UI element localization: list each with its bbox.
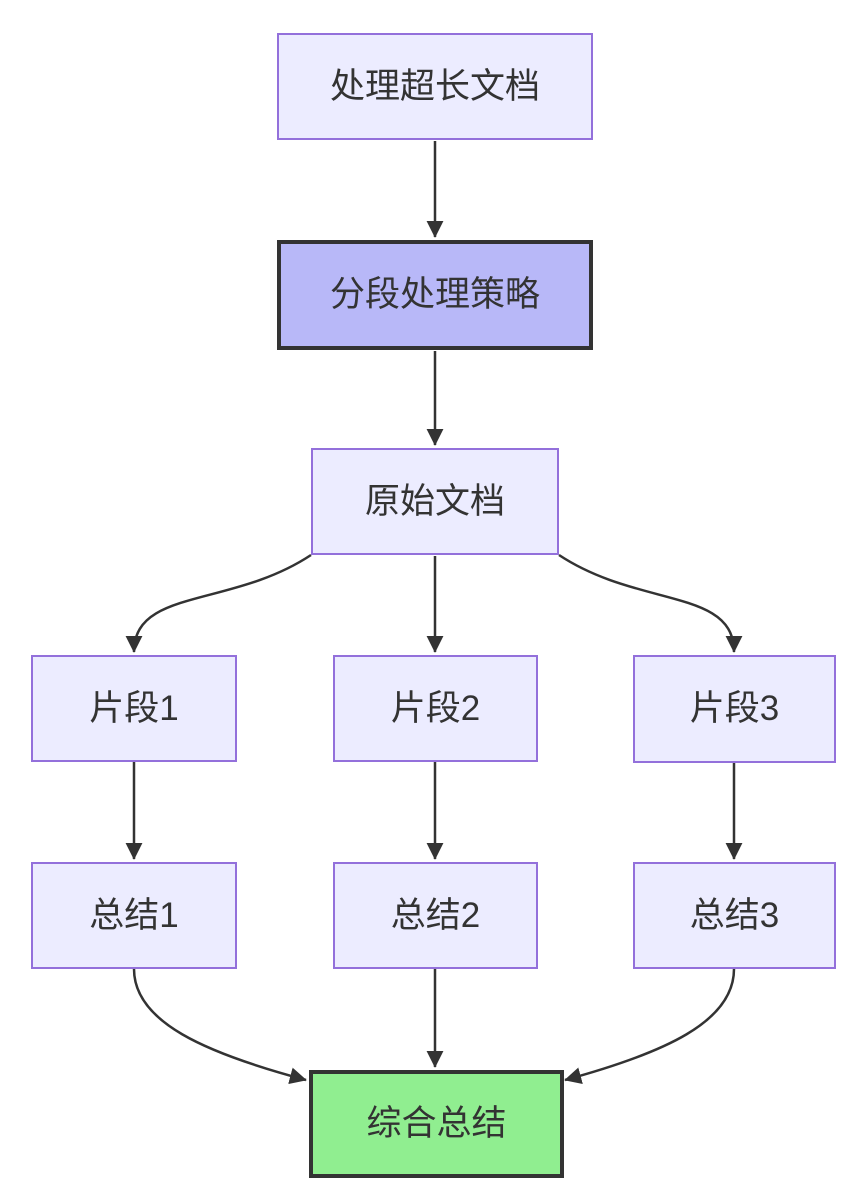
node-summary-2: 总结2 <box>333 862 538 969</box>
node-segment-3: 片段3 <box>633 655 836 763</box>
node-segment-1-label: 片段1 <box>89 688 179 728</box>
node-original-doc-label: 原始文档 <box>364 481 505 521</box>
node-summary-3: 总结3 <box>633 862 836 969</box>
node-original-doc: 原始文档 <box>311 448 559 555</box>
node-segment-2: 片段2 <box>333 655 538 762</box>
node-segment-2-label: 片段2 <box>390 688 481 728</box>
edge-original-to-segment-3 <box>558 553 743 653</box>
node-summary-2-label: 总结2 <box>390 895 481 935</box>
node-segment-1: 片段1 <box>31 655 237 762</box>
node-strategy-label: 分段处理策略 <box>329 275 540 314</box>
node-strategy: 分段处理策略 <box>277 240 593 350</box>
node-final-summary-label: 综合总结 <box>366 1104 507 1143</box>
edge-original-to-segment-1 <box>125 553 312 653</box>
node-summary-1: 总结1 <box>31 862 237 969</box>
edge-summary-3-to-final <box>564 968 736 1084</box>
node-task: 处理超长文档 <box>277 33 593 140</box>
node-summary-1-label: 总结1 <box>89 895 179 935</box>
node-task-label: 处理超长文档 <box>329 66 540 106</box>
node-summary-3-label: 总结3 <box>689 895 780 935</box>
edge-summary-1-to-final <box>132 968 307 1085</box>
node-final-summary: 综合总结 <box>309 1070 564 1178</box>
node-segment-3-label: 片段3 <box>689 689 780 728</box>
